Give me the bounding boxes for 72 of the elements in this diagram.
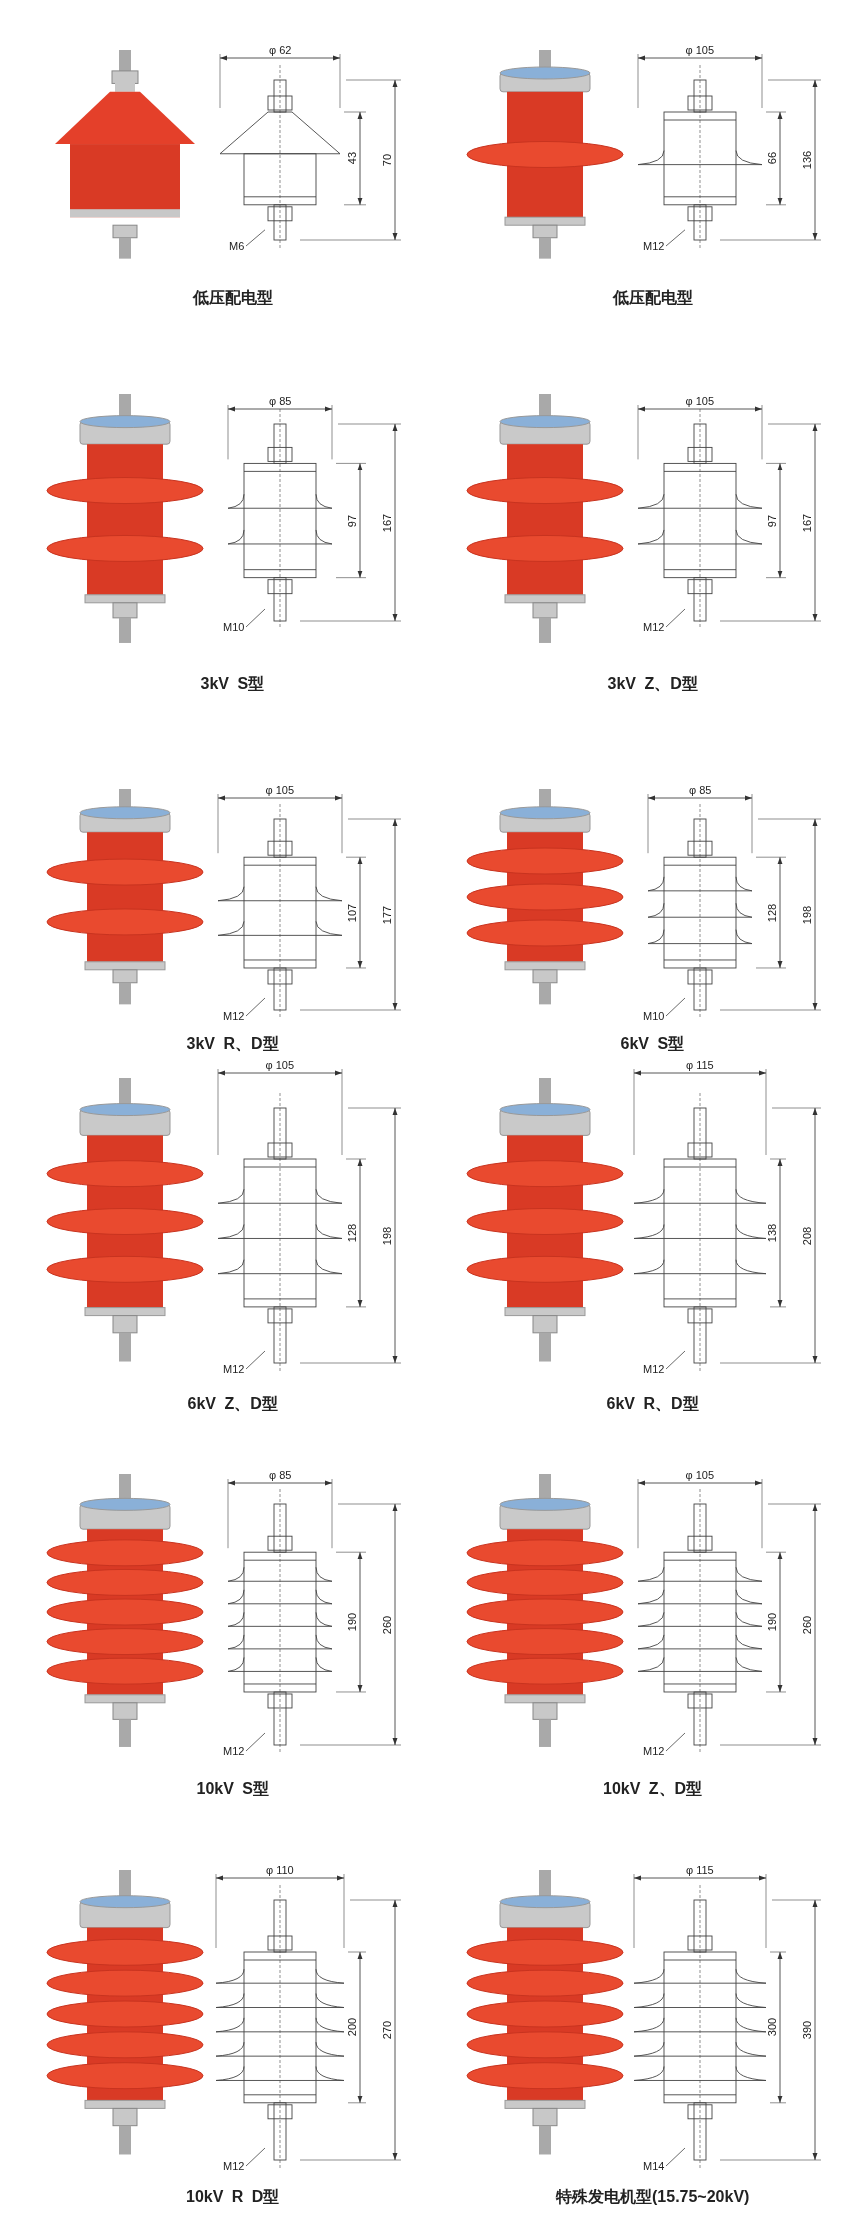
dimension-label: 70 bbox=[381, 153, 394, 167]
thread-size-label: M12 bbox=[223, 1363, 245, 1375]
dimension-label: φ 62 bbox=[269, 44, 292, 56]
model-caption: 6kV R、D型 bbox=[606, 1395, 699, 1413]
dimension-label: 136 bbox=[801, 150, 814, 170]
thread-size-label: M10 bbox=[643, 1010, 665, 1022]
dimension-label: φ 105 bbox=[265, 784, 295, 796]
dimension-label: φ 85 bbox=[269, 395, 292, 407]
dimension-label: 177 bbox=[381, 905, 394, 924]
dimension-label: 190 bbox=[766, 1612, 779, 1632]
thread-size-label: M12 bbox=[643, 1363, 665, 1375]
dimension-label: 167 bbox=[801, 513, 814, 532]
dimension-label: 167 bbox=[381, 513, 394, 532]
dimension-label: 260 bbox=[381, 1615, 394, 1634]
dimension-label: 107 bbox=[346, 903, 359, 922]
thread-size-label: M12 bbox=[223, 2160, 245, 2172]
dimension-label: 66 bbox=[766, 152, 779, 165]
dimension-label: 208 bbox=[801, 1226, 814, 1245]
dimension-label: 43 bbox=[346, 152, 359, 165]
leader-line bbox=[665, 1350, 686, 1370]
leader-line bbox=[665, 997, 686, 1017]
dimension-label: 260 bbox=[801, 1615, 814, 1634]
model-caption: 特殊发电机型(15.75~20kV) bbox=[556, 2188, 750, 2206]
dimension-label: 190 bbox=[346, 1612, 359, 1632]
leader-line bbox=[245, 997, 266, 1017]
model-caption: 3kV Z、D型 bbox=[607, 675, 698, 693]
dimension-label: 138 bbox=[766, 1223, 779, 1243]
leader-line bbox=[245, 1732, 266, 1752]
thread-size-label: M12 bbox=[643, 1745, 665, 1757]
model-caption: 10kV Z、D型 bbox=[603, 1780, 703, 1798]
model-caption: 低压配电型 bbox=[612, 289, 693, 307]
thread-size-label: M12 bbox=[643, 240, 665, 252]
leader-line bbox=[665, 1732, 686, 1752]
thread-size-label: M12 bbox=[223, 1745, 245, 1757]
model-caption: 3kV S型 bbox=[200, 675, 265, 693]
thread-size-label: M10 bbox=[223, 621, 245, 633]
thread-size-label: M12 bbox=[223, 1010, 245, 1022]
model-caption: 低压配电型 bbox=[192, 289, 273, 307]
dimension-label: 200 bbox=[346, 2018, 359, 2037]
leader-line bbox=[245, 608, 266, 628]
leader-line bbox=[245, 2147, 266, 2167]
model-caption: 10kV R D型 bbox=[186, 2188, 280, 2206]
leader-line bbox=[665, 2147, 686, 2167]
leader-line bbox=[665, 229, 686, 247]
dimension-label: 198 bbox=[381, 1226, 394, 1245]
leader-line bbox=[665, 608, 686, 628]
dimension-label: 128 bbox=[346, 1223, 359, 1243]
dimension-label: 128 bbox=[766, 903, 779, 922]
dimension-label: φ 85 bbox=[689, 784, 712, 796]
dimension-label: 270 bbox=[381, 2020, 394, 2040]
dimension-label: φ 115 bbox=[686, 1864, 714, 1876]
dimension-label: 390 bbox=[801, 2020, 814, 2040]
model-caption: 6kV S型 bbox=[620, 1035, 685, 1053]
model-caption: 6kV Z、D型 bbox=[187, 1395, 278, 1413]
thread-size-label: M12 bbox=[643, 621, 665, 633]
thread-size-label: M6 bbox=[229, 240, 245, 252]
thread-size-label: M14 bbox=[643, 2160, 665, 2172]
dimension-label: 198 bbox=[801, 905, 814, 924]
dimension-label: φ 105 bbox=[685, 44, 715, 56]
dimension-label: φ 110 bbox=[266, 1864, 294, 1876]
dimension-label: 300 bbox=[766, 2018, 779, 2037]
dimension-label: φ 105 bbox=[685, 1469, 715, 1481]
dimension-label: 97 bbox=[766, 514, 779, 527]
dimension-label: 97 bbox=[346, 514, 359, 527]
dimension-label: φ 105 bbox=[685, 395, 715, 407]
dimension-label: φ 115 bbox=[686, 1059, 714, 1071]
model-caption: 3kV R、D型 bbox=[186, 1035, 279, 1053]
dimension-label: φ 105 bbox=[265, 1059, 295, 1071]
leader-line bbox=[245, 229, 266, 247]
model-caption: 10kV S型 bbox=[196, 1780, 269, 1798]
dimension-label: φ 85 bbox=[269, 1469, 292, 1481]
leader-line bbox=[245, 1350, 266, 1370]
